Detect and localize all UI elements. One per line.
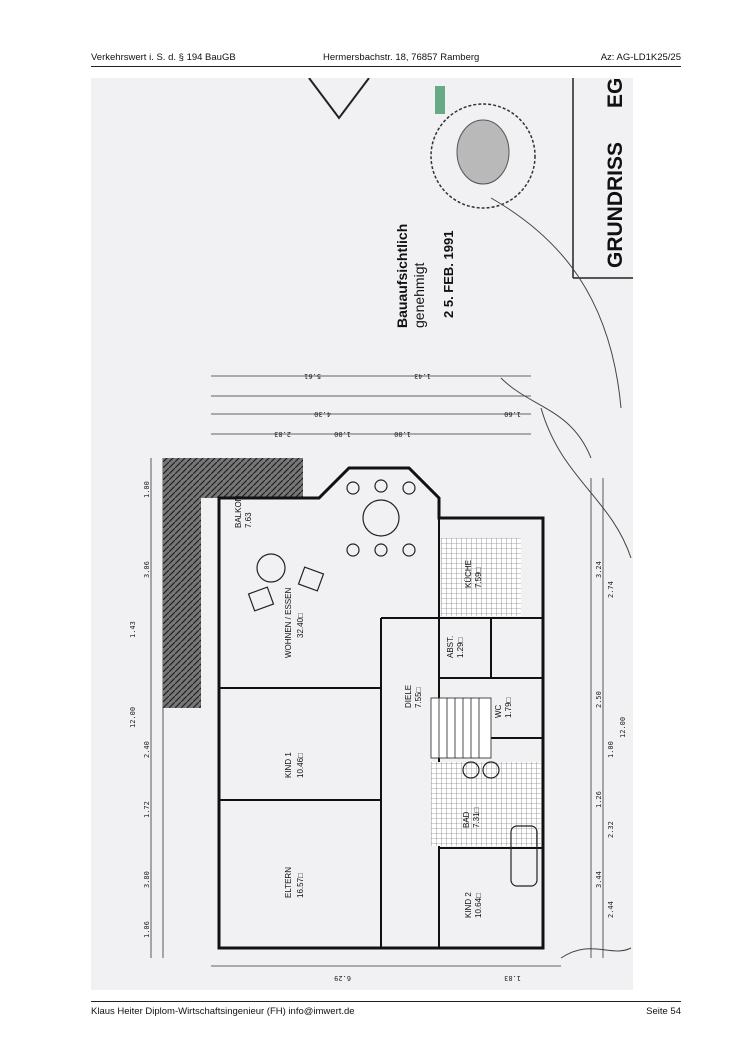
svg-text:1.00: 1.00 xyxy=(607,741,615,758)
svg-text:12.00: 12.00 xyxy=(619,717,627,738)
svg-text:1.60: 1.60 xyxy=(504,410,521,418)
svg-text:5.61: 5.61 xyxy=(304,372,321,380)
svg-text:32.40□: 32.40□ xyxy=(296,613,305,638)
svg-text:3.80: 3.80 xyxy=(143,871,151,888)
page-header: Verkehrswert i. S. d. § 194 BauGB Hermer… xyxy=(91,52,681,67)
svg-text:10.64□: 10.64□ xyxy=(474,893,483,918)
room-labels: BALKON 7.63 WOHNEN / ESSEN 32.40□ KÜCHE … xyxy=(234,495,513,918)
room-eltern: ELTERN xyxy=(284,867,293,898)
room-bad: BAD xyxy=(462,811,471,828)
svg-text:1.00: 1.00 xyxy=(143,481,151,498)
svg-text:1.00: 1.00 xyxy=(334,430,351,438)
room-wc: WC xyxy=(494,704,503,718)
plan-title: GRUNDRISS xyxy=(604,142,627,268)
svg-text:1.26: 1.26 xyxy=(595,791,603,808)
svg-text:3.44: 3.44 xyxy=(595,871,603,888)
north-arrow-icon xyxy=(308,78,370,120)
page-number: Seite 54 xyxy=(646,1006,681,1017)
dimension-labels: 1.00 3.06 1.43 12.00 2.40 1.72 3.80 1.06… xyxy=(129,372,627,982)
stamp-line1: Bauaufsichtlich xyxy=(394,224,410,328)
room-abst: ABST. xyxy=(446,636,455,658)
svg-text:1.83: 1.83 xyxy=(504,974,521,982)
header-reference: Az: AG-LD1K25/25 xyxy=(600,52,681,63)
svg-text:2.32: 2.32 xyxy=(607,821,615,838)
svg-text:4.30: 4.30 xyxy=(314,410,331,418)
svg-text:1.00: 1.00 xyxy=(394,430,411,438)
svg-text:7.63: 7.63 xyxy=(244,512,253,528)
room-balkon: BALKON xyxy=(234,495,243,528)
svg-text:12.00: 12.00 xyxy=(129,707,137,728)
plan-floor: EG xyxy=(604,78,627,108)
header-left: Verkehrswert i. S. d. § 194 BauGB xyxy=(91,52,236,63)
svg-text:2.83: 2.83 xyxy=(274,430,291,438)
svg-text:3.06: 3.06 xyxy=(143,561,151,578)
footer-author: Klaus Heiter Diplom-Wirtschaftsingenieur… xyxy=(91,1006,355,1017)
svg-text:1.79□: 1.79□ xyxy=(504,697,513,718)
svg-text:2.50: 2.50 xyxy=(595,691,603,708)
room-wohnen-essen: WOHNEN / ESSEN xyxy=(284,588,293,658)
stamp-date: 2 5. FEB. 1991 xyxy=(441,231,456,318)
svg-text:1.43: 1.43 xyxy=(414,372,431,380)
svg-text:16.57□: 16.57□ xyxy=(296,873,305,898)
svg-text:3.24: 3.24 xyxy=(595,561,603,578)
svg-text:7.31□: 7.31□ xyxy=(472,807,481,828)
svg-text:1.72: 1.72 xyxy=(143,801,151,818)
svg-text:6.29: 6.29 xyxy=(334,974,351,982)
stamp-line2: genehmigt xyxy=(411,263,427,328)
svg-text:2.40: 2.40 xyxy=(143,741,151,758)
svg-text:1.43: 1.43 xyxy=(129,621,137,638)
svg-text:1.06: 1.06 xyxy=(143,921,151,938)
floor-plan-drawing: GRUNDRISS EG Bauaufsichtlich genehmigt 2… xyxy=(129,78,633,982)
svg-text:2.74: 2.74 xyxy=(607,581,615,598)
page-footer: Klaus Heiter Diplom-Wirtschaftsingenieur… xyxy=(91,1001,681,1018)
svg-text:2.44: 2.44 xyxy=(607,901,615,918)
room-diele: DIELE xyxy=(404,685,413,708)
svg-text:7.59□: 7.59□ xyxy=(474,567,483,588)
header-address: Hermersbachstr. 18, 76857 Ramberg xyxy=(323,52,480,63)
approval-stamp: Bauaufsichtlich genehmigt 2 5. FEB. 1991 xyxy=(394,86,536,328)
room-kueche: KÜCHE xyxy=(464,560,473,588)
room-kind2: KIND 2 xyxy=(464,892,473,918)
svg-text:10.46□: 10.46□ xyxy=(296,753,305,778)
floor-plan-scan: GRUNDRISS EG Bauaufsichtlich genehmigt 2… xyxy=(91,78,633,990)
room-kind1: KIND 1 xyxy=(284,752,293,778)
svg-text:7.55□: 7.55□ xyxy=(414,687,423,708)
svg-text:1.29□: 1.29□ xyxy=(456,637,465,658)
balcony-hatch xyxy=(163,458,201,708)
